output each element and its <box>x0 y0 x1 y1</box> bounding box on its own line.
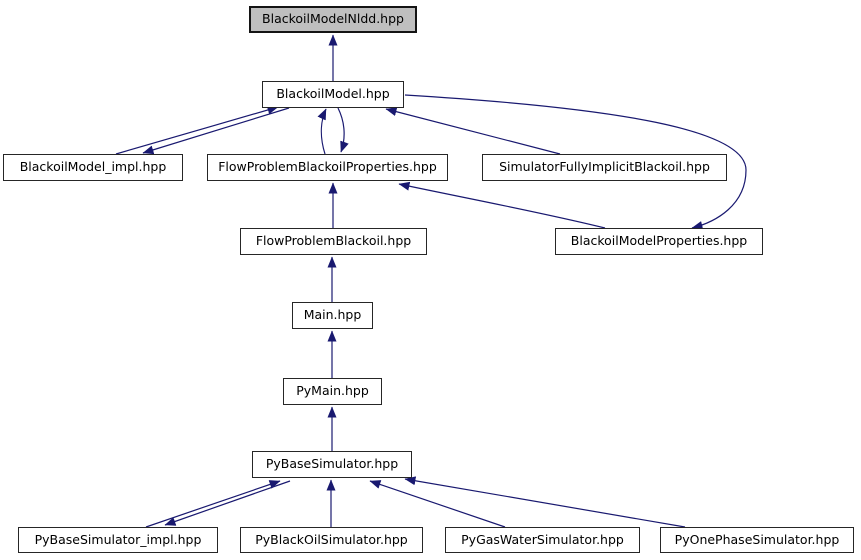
edge-pybasesimulator-to-pybasesimulatorimpl <box>164 480 291 526</box>
graph-node-pygaswatersimulator-hpp[interactable]: PyGasWaterSimulator.hpp <box>445 527 640 553</box>
edge-simulatorfullyimplicitblackoil-to-blackoilmodel <box>385 107 561 155</box>
graph-node-pyonephasesimulator-hpp[interactable]: PyOnePhaseSimulator.hpp <box>660 527 854 553</box>
edge-blackoilmodelproperties-to-flowproblemblackoilproperties <box>398 181 606 229</box>
graph-node-simulatorfullyimplicitblackoil-hpp[interactable]: SimulatorFullyImplicitBlackoil.hpp <box>482 154 727 181</box>
edge-pygaswatersimulator-to-pybasesimulator <box>369 480 506 528</box>
graph-node-pyblackoilsimulator-hpp[interactable]: PyBlackOilSimulator.hpp <box>240 527 423 553</box>
graph-node-pybasesimulator-hpp[interactable]: PyBaseSimulator.hpp <box>252 451 412 478</box>
edge-blackoilmodelimpl-to-blackoilmodel <box>115 105 279 155</box>
graph-node-pymain-hpp[interactable]: PyMain.hpp <box>283 378 382 405</box>
graph-node-main-hpp[interactable]: Main.hpp <box>292 302 373 329</box>
edge-blackoilmodel-to-blackoilmodelimpl <box>142 107 290 155</box>
graph-node-pybasesimulator-impl-hpp[interactable]: PyBaseSimulator_impl.hpp <box>18 527 218 553</box>
edge-flowproblemblackoilproperties-to-blackoilmodel <box>317 108 327 155</box>
edge-pybasesimulatorimpl-to-pybasesimulator <box>145 480 281 528</box>
edge-pyonephasesimulator-to-pybasesimulator <box>404 476 686 528</box>
graph-node-blackoilmodel-hpp[interactable]: BlackoilModel.hpp <box>262 81 404 108</box>
graph-node-flowproblemblackoil-hpp[interactable]: FlowProblemBlackoil.hpp <box>240 228 427 255</box>
graph-node-blackoilmodel-impl-hpp[interactable]: BlackoilModel_impl.hpp <box>3 154 183 181</box>
edge-blackoilmodel-to-blackoilmodelproperties <box>404 94 747 230</box>
graph-node-blackoilmodelnldd-hpp: BlackoilModelNldd.hpp <box>249 6 417 33</box>
graph-node-flowproblemblackoilproperties-hpp[interactable]: FlowProblemBlackoilProperties.hpp <box>207 154 448 181</box>
edge-blackoilmodel-to-flowproblemblackoilproperties <box>337 107 349 153</box>
graph-node-blackoilmodelproperties-hpp[interactable]: BlackoilModelProperties.hpp <box>555 228 763 255</box>
